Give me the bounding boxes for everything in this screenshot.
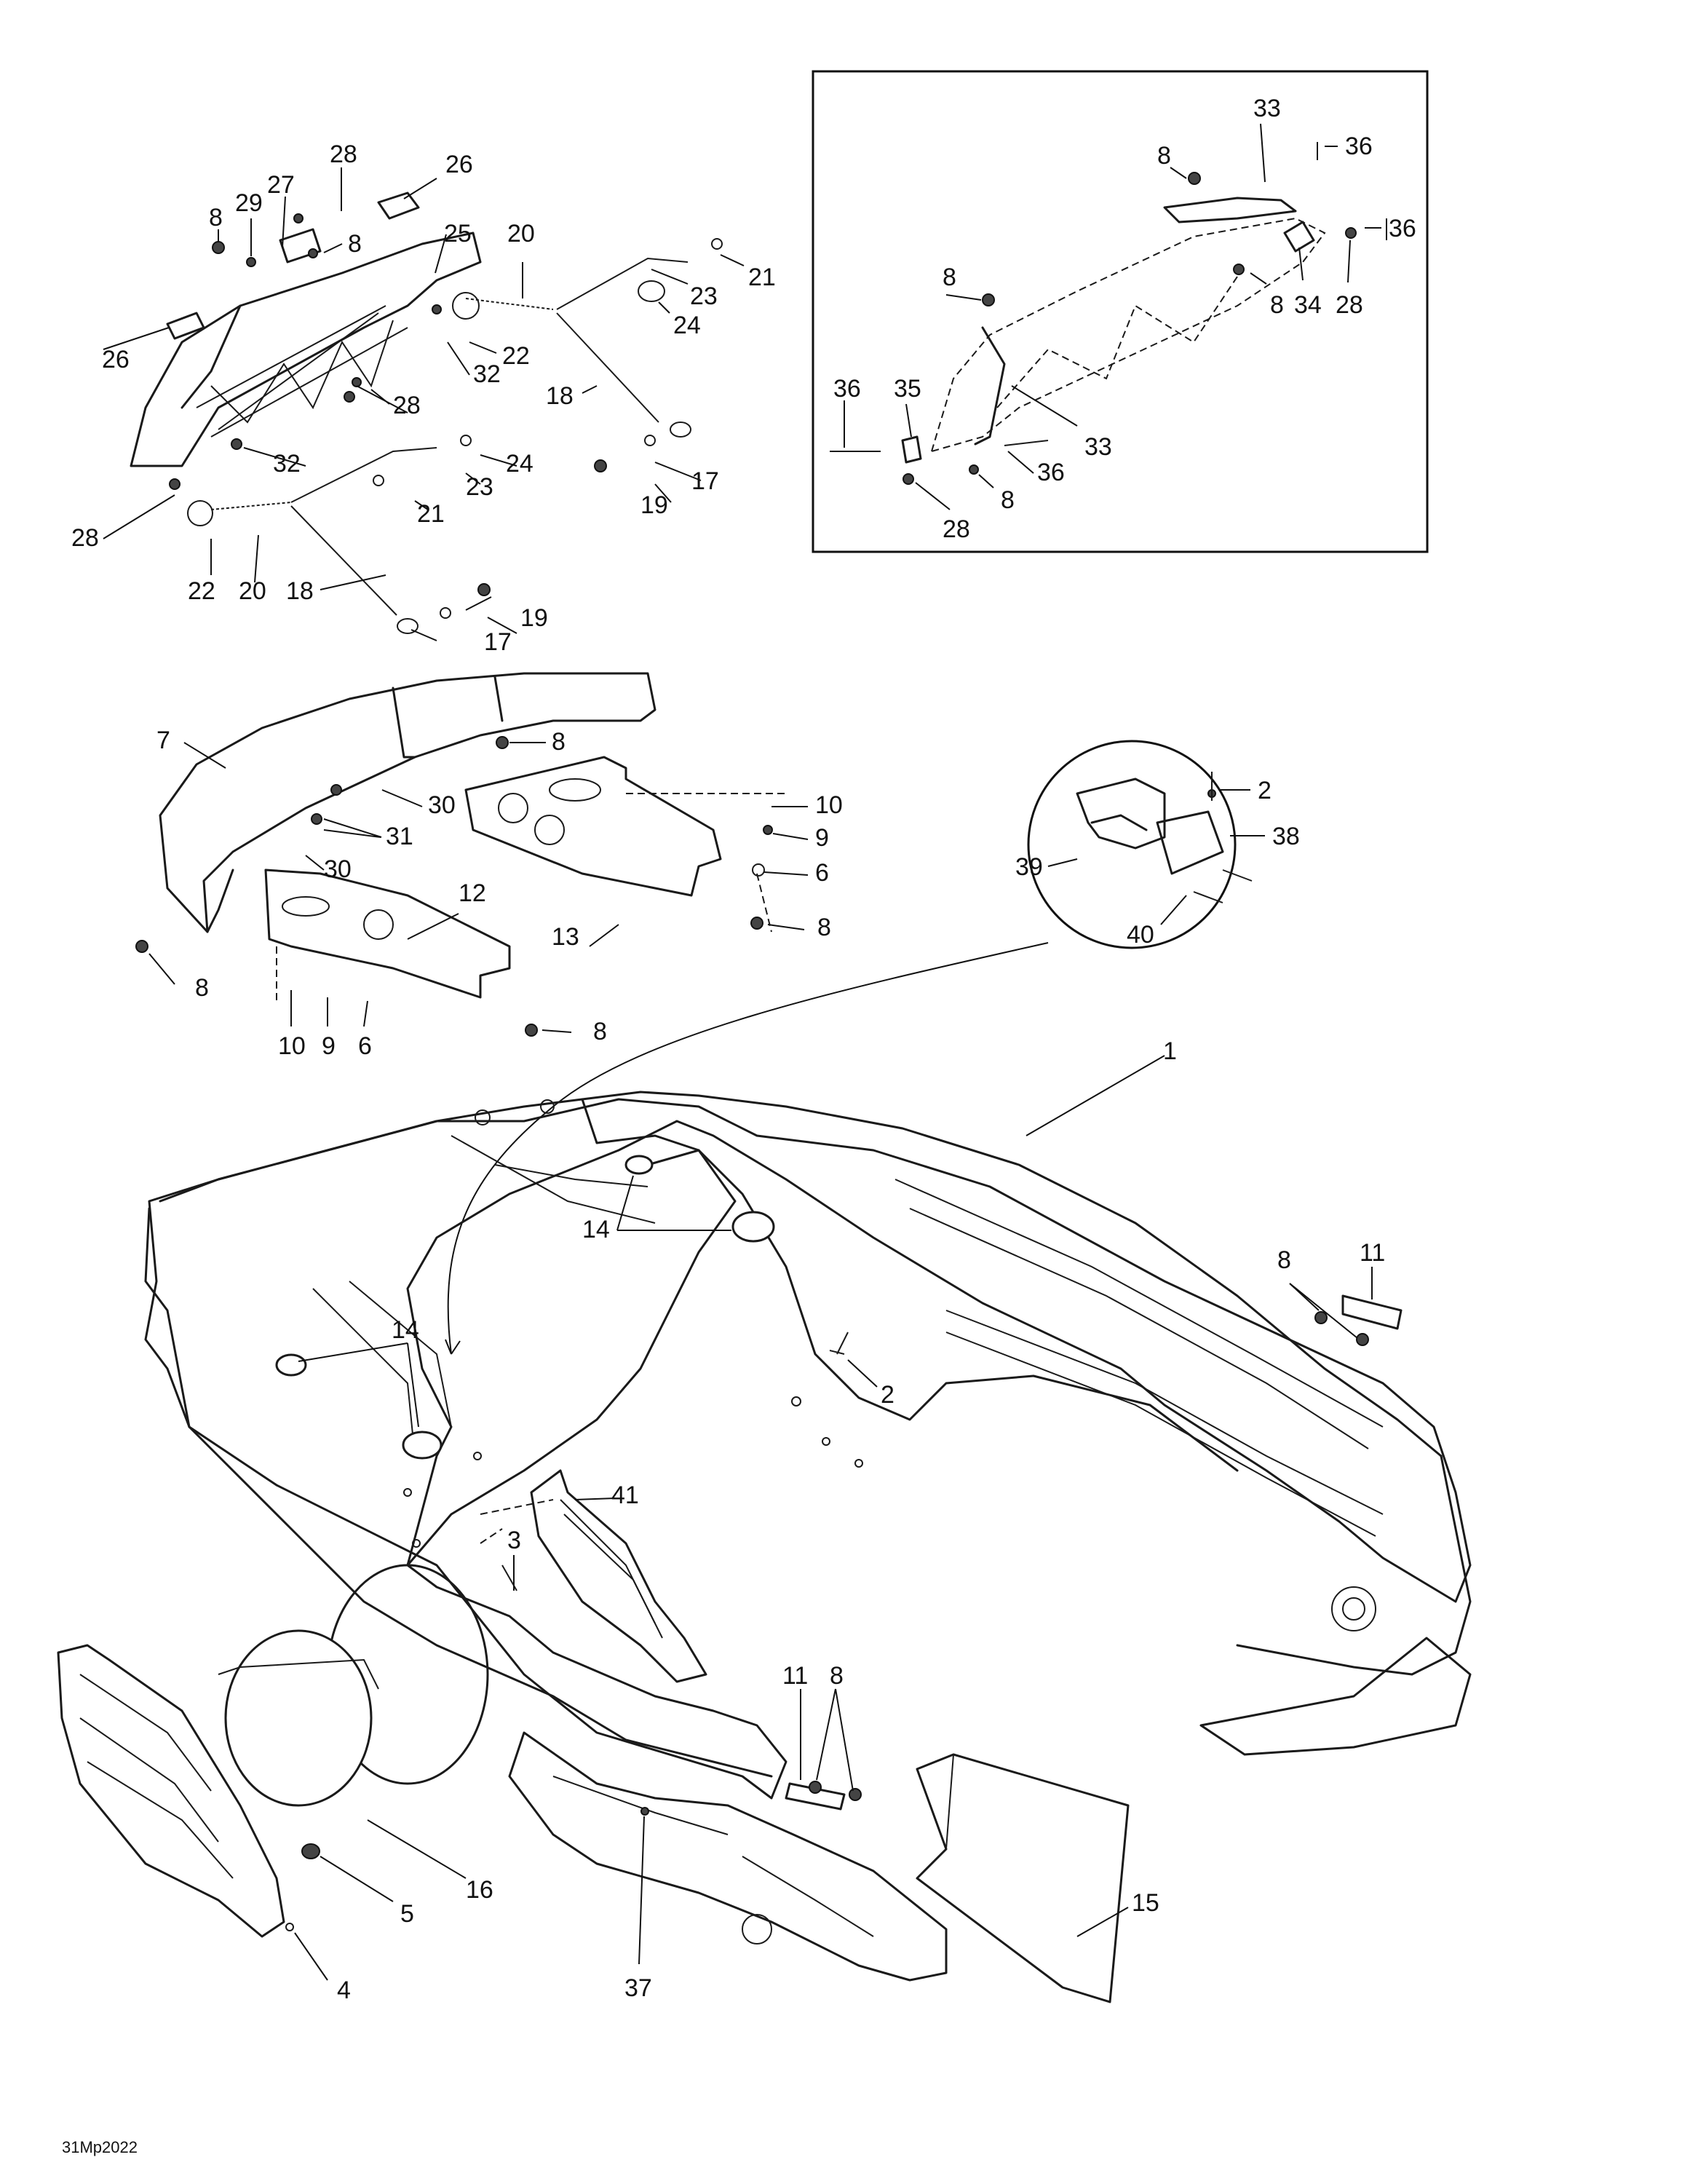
rear-bumper-assembly	[135, 672, 786, 1037]
callout-14: 14	[392, 1316, 419, 1344]
grip-pad-left	[166, 312, 205, 340]
callout-8: 8	[943, 264, 956, 291]
callout-13: 13	[552, 923, 579, 951]
callout-8: 8	[817, 914, 831, 941]
callout-28: 28	[1336, 291, 1363, 319]
callout-27: 27	[267, 171, 295, 199]
round-pad	[218, 1629, 379, 1859]
callout-3: 3	[507, 1527, 521, 1554]
callout-4: 4	[337, 1977, 351, 2004]
inset-detail	[812, 70, 1429, 553]
callout-11: 11	[1360, 1239, 1385, 1267]
callout-12: 12	[459, 879, 486, 907]
callout-1: 1	[1163, 1037, 1177, 1065]
foam-block	[916, 1753, 1130, 2003]
callout-8: 8	[1277, 1246, 1291, 1274]
callout-29: 29	[235, 189, 263, 217]
callout-26: 26	[102, 346, 130, 373]
callout-28: 28	[330, 141, 357, 168]
callout-17: 17	[484, 628, 512, 656]
callout-38: 38	[1272, 823, 1300, 850]
callout-18: 18	[546, 382, 574, 410]
callout-39: 39	[1015, 853, 1043, 881]
callout-6: 6	[815, 859, 829, 887]
callout-17: 17	[691, 467, 719, 495]
callout-8: 8	[1270, 291, 1284, 319]
callout-2: 2	[881, 1381, 894, 1409]
callout-10: 10	[815, 791, 843, 819]
callout-6: 6	[358, 1032, 372, 1060]
rear-handle-assembly	[130, 191, 723, 634]
callout-40: 40	[1127, 921, 1154, 949]
callout-33: 33	[1084, 433, 1112, 461]
drawing-code: 31Mp2022	[62, 2138, 138, 2156]
callout-8: 8	[348, 230, 362, 258]
callout-16: 16	[466, 1876, 493, 1904]
callout-20: 20	[507, 220, 535, 248]
leader-lines	[103, 123, 1381, 1981]
callout-35: 35	[894, 375, 921, 403]
grip-pad-right	[377, 191, 420, 220]
callout-10: 10	[278, 1032, 306, 1060]
callout-8: 8	[830, 1662, 844, 1690]
bracket-right	[464, 756, 722, 897]
side-panel	[57, 1644, 294, 1938]
callout-8: 8	[209, 204, 223, 232]
callout-22: 22	[502, 342, 530, 370]
callout-24: 24	[673, 312, 701, 339]
callout-2: 2	[1258, 777, 1272, 804]
callout-33: 33	[1253, 95, 1281, 122]
callout-28: 28	[943, 515, 970, 543]
grab-handle	[1163, 197, 1297, 223]
callout-31: 31	[386, 823, 413, 850]
callout-5: 5	[400, 1900, 414, 1928]
callout-26: 26	[445, 151, 473, 178]
callout-34: 34	[1294, 291, 1322, 319]
callout-8: 8	[195, 974, 209, 1002]
callout-8: 8	[1157, 142, 1171, 170]
callout-41: 41	[611, 1481, 639, 1509]
body-hardware	[501, 1294, 1403, 1816]
callout-36: 36	[1345, 132, 1373, 160]
callout-9: 9	[815, 824, 829, 852]
callout-22: 22	[188, 577, 215, 605]
callout-19: 19	[520, 604, 548, 632]
callout-18: 18	[286, 577, 314, 605]
callout-30: 30	[324, 855, 352, 883]
reinforcement-plate	[480, 1469, 707, 1683]
callout-24: 24	[506, 450, 533, 478]
callout-8: 8	[1001, 486, 1015, 514]
bottom-pan-main	[144, 1091, 1472, 1982]
callout-23: 23	[466, 473, 493, 501]
callout-labels: 28 26 27 29 8 25 8 20 21 23 24 22 32 26 …	[62, 95, 1416, 2156]
callout-21: 21	[417, 500, 445, 528]
callout-20: 20	[239, 577, 266, 605]
callout-8: 8	[552, 728, 566, 756]
callout-32: 32	[473, 360, 501, 388]
callout-15: 15	[1132, 1889, 1159, 1917]
callout-25: 25	[444, 220, 472, 248]
callout-36: 36	[1037, 459, 1065, 486]
callout-19: 19	[640, 491, 668, 519]
magnifier-detail	[445, 740, 1253, 1355]
callout-23: 23	[690, 282, 718, 310]
callout-28: 28	[393, 392, 421, 419]
callout-36: 36	[833, 375, 861, 403]
callout-7: 7	[156, 727, 170, 754]
callout-9: 9	[322, 1032, 336, 1060]
callout-21: 21	[748, 264, 776, 291]
callout-11: 11	[782, 1662, 808, 1690]
callout-14: 14	[582, 1216, 610, 1243]
callout-30: 30	[428, 791, 456, 819]
callout-37: 37	[624, 1974, 652, 2002]
callout-36: 36	[1389, 215, 1416, 242]
callout-28: 28	[71, 524, 99, 552]
callout-8: 8	[593, 1018, 607, 1045]
callout-32: 32	[273, 450, 301, 478]
